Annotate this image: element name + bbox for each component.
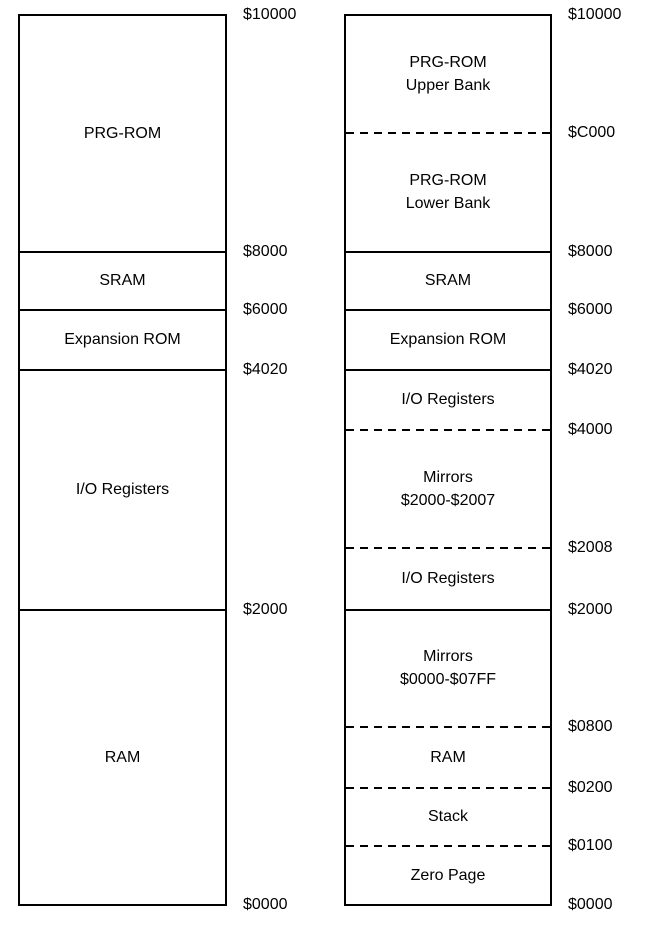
right-address-10000: $10000 [568,6,622,23]
left-region-label-io-registers: I/O Registers [75,481,170,498]
right-region-label-zero-page: Zero Page [410,867,486,884]
right-boundary-line-8000 [344,251,552,253]
left-address-0000: $0000 [243,896,288,913]
region-label-line: PRG-ROM [409,54,487,71]
right-boundary-line-6000 [344,309,552,311]
right-region-label-prg-rom-lower-bank: PRG-ROM Lower Bank [344,169,552,215]
left-region-label-prg-rom: PRG-ROM [83,125,162,142]
region-label-line: $0000-$07FF [399,671,497,688]
right-address-6000: $6000 [568,301,613,318]
right-region-label-mirrors-0000-07ff: Mirrors $0000-$07FF [344,645,552,691]
right-dashed-line-0200 [346,787,550,789]
left-address-8000: $8000 [243,243,288,260]
right-address-8000: $8000 [568,243,613,260]
right-region-label-ram: RAM [430,749,466,766]
left-boundary-line-8000 [18,251,227,253]
right-region-label-expansion-rom: Expansion ROM [389,331,507,348]
left-boundary-line-2000 [18,609,227,611]
right-address-0200: $0200 [568,779,613,796]
right-region-label-io-registers-lower: I/O Registers [401,570,495,587]
right-dashed-line-c000 [346,132,550,134]
region-label-line: $2000-$2007 [400,492,496,509]
region-label-line: Mirrors [423,469,473,486]
left-region-label-ram: RAM [104,749,141,766]
right-boundary-line-4020 [344,369,552,371]
region-label-line: Upper Bank [405,77,491,94]
left-address-4020: $4020 [243,361,288,378]
right-address-4020: $4020 [568,361,613,378]
right-region-label-mirrors-2000-2007: Mirrors $2000-$2007 [344,466,552,512]
left-map-box [18,14,227,906]
left-boundary-line-6000 [18,309,227,311]
right-region-label-stack: Stack [427,808,468,825]
right-dashed-line-4000 [346,429,550,431]
left-address-6000: $6000 [243,301,288,318]
right-dashed-line-2008 [346,547,550,549]
left-region-label-sram: SRAM [99,272,146,289]
right-boundary-line-2000 [344,609,552,611]
right-address-0000: $0000 [568,896,613,913]
left-address-2000: $2000 [243,601,288,618]
right-region-label-io-registers-upper: I/O Registers [401,391,495,408]
right-address-c000: $C000 [568,124,616,141]
right-address-0800: $0800 [568,718,613,735]
right-dashed-line-0100 [346,845,550,847]
right-map-box [344,14,552,906]
region-label-line: PRG-ROM [409,172,487,189]
right-dashed-line-0800 [346,726,550,728]
right-address-2008: $2008 [568,539,613,556]
right-address-2000: $2000 [568,601,613,618]
left-boundary-line-4020 [18,369,227,371]
right-address-0100: $0100 [568,837,613,854]
region-label-line: Mirrors [423,648,473,665]
right-region-label-sram: SRAM [424,272,472,289]
left-address-10000: $10000 [243,6,297,23]
right-address-4000: $4000 [568,421,613,438]
right-region-label-prg-rom-upper-bank: PRG-ROM Upper Bank [344,51,552,97]
left-region-label-expansion-rom: Expansion ROM [64,331,181,348]
region-label-line: Lower Bank [405,195,491,212]
